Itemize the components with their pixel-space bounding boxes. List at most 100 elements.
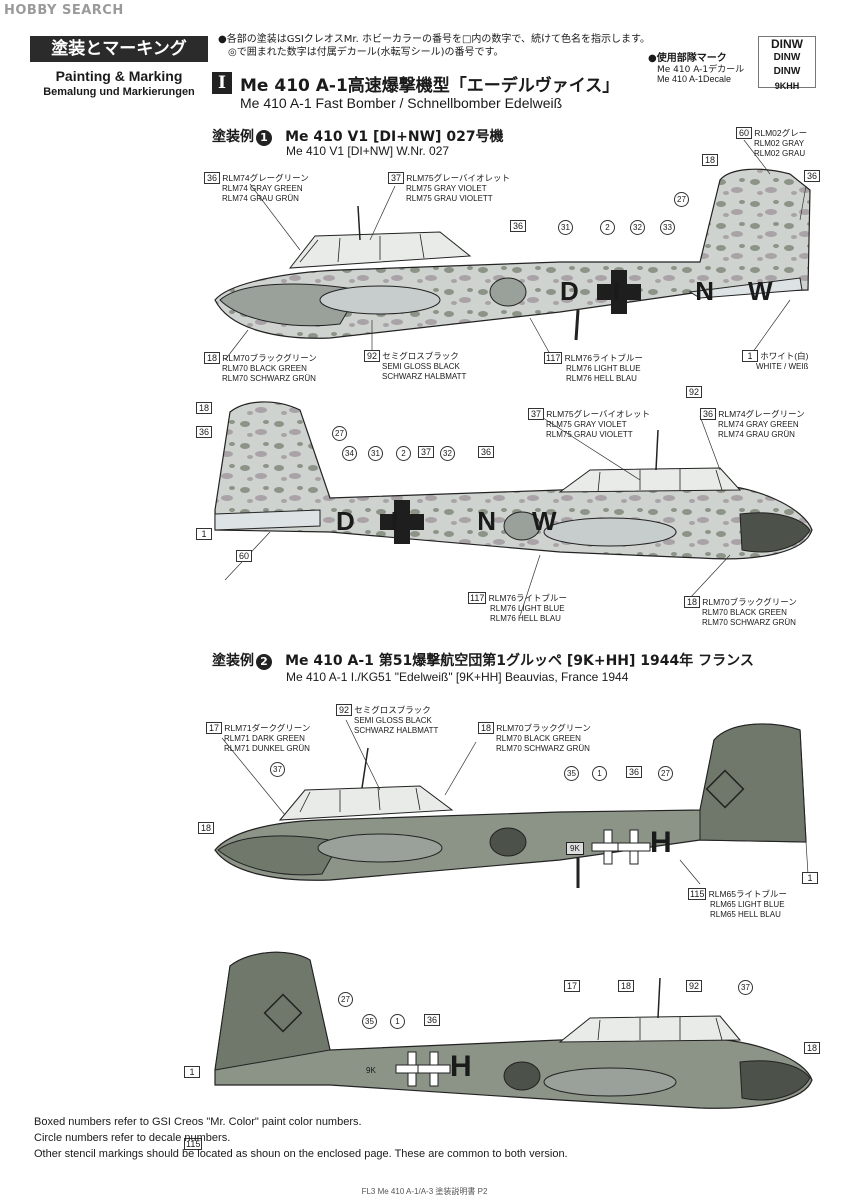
paint-callout: 37 bbox=[418, 446, 434, 458]
scheme-2-title-en: Me 410 A-1 I./KG51 "Edelweiß" [9K+HH] Be… bbox=[286, 670, 629, 684]
legend-line: RLM70 BLACK GREEN bbox=[222, 364, 307, 373]
section-roman: I bbox=[212, 72, 232, 94]
legend-c36-b: 36 RLM74グレーグリーン RLM74 GRAY GREEN RLM74 G… bbox=[700, 408, 805, 440]
paint-callout: 36 bbox=[424, 1014, 440, 1026]
paint-number: 60 bbox=[736, 127, 752, 139]
legend-line: RLM70 SCHWARZ GRÜN bbox=[496, 744, 590, 753]
decal-callout: 31 bbox=[368, 446, 383, 461]
legend-line: RLM75 GRAU VIOLETT bbox=[406, 194, 493, 203]
paint-number: 37 bbox=[388, 172, 404, 184]
decal-callout: 32 bbox=[630, 220, 645, 235]
paint-callout: 17 bbox=[564, 980, 580, 992]
legend-line: RLM65ライトブルー bbox=[708, 889, 787, 899]
aircraft-a1-profile bbox=[214, 168, 811, 341]
paint-callout: 36 bbox=[804, 170, 820, 182]
decal-callout: 32 bbox=[440, 446, 455, 461]
decal-callout: 27 bbox=[658, 766, 673, 781]
paint-callout: 36 bbox=[510, 220, 526, 232]
decal-line: DINW bbox=[773, 66, 801, 77]
paint-callout: 18 bbox=[198, 822, 214, 834]
subtitle-de: Bemalung und Markierungen bbox=[43, 86, 195, 98]
scheme-title-ja: Me 410 A-1 第51爆撃航空団第1グルッペ [9K+HH] 1944年 … bbox=[285, 653, 754, 669]
legend-c117-a: 117 RLM76ライトブルー RLM76 LIGHT BLUE RLM76 H… bbox=[544, 352, 643, 384]
decal-callout: 33 bbox=[660, 220, 675, 235]
section-tag: 塗装とマーキング bbox=[30, 36, 208, 62]
scheme-number: 2 bbox=[256, 654, 272, 670]
legend-line: RLM71 DARK GREEN bbox=[224, 734, 305, 743]
legend-line: RLM70 BLACK GREEN bbox=[702, 608, 787, 617]
paint-callout: 18 bbox=[196, 402, 212, 414]
legend-line: RLM70 BLACK GREEN bbox=[496, 734, 581, 743]
scheme-title-ja: Me 410 V1 [DI+NW] 027号機 bbox=[285, 129, 504, 145]
unit-mark-line-2: Me 410 A-1Decale bbox=[657, 74, 732, 84]
paint-callout: 18 bbox=[804, 1042, 820, 1054]
paint-note-2: ◎で囲まれた数字は付属デカール(水転写シール)の番号です。 bbox=[228, 47, 504, 58]
aircraft-b2-small-code: 9K bbox=[366, 1066, 376, 1075]
legend-line: RLM71ダークグリーン bbox=[224, 723, 311, 733]
section-title-ja: Me 410 A-1高速爆撃機型「エーデルヴァイス」 bbox=[240, 76, 620, 96]
decal-callout: 31 bbox=[558, 220, 573, 235]
leader-lines bbox=[221, 139, 809, 885]
section-title-en: Me 410 A-1 Fast Bomber / Schnellbomber E… bbox=[240, 95, 563, 111]
legend-line: RLM65 HELL BLAU bbox=[710, 910, 781, 919]
paint-number: 36 bbox=[204, 172, 220, 184]
legend-c37-b: 37 RLM75グレーバイオレット RLM75 GRAY VIOLET RLM7… bbox=[528, 408, 650, 440]
legend-line: RLM70ブラックグリーン bbox=[222, 353, 317, 363]
aircraft-b2-profile bbox=[214, 951, 813, 1109]
aircraft-a1-code: DI NW bbox=[560, 276, 807, 306]
decal-callout: 27 bbox=[338, 992, 353, 1007]
legend-line: RLM70ブラックグリーン bbox=[702, 597, 797, 607]
aircraft-b1-small-code: 9K bbox=[566, 842, 584, 855]
legend-c36-a: 36 RLM74グレーグリーン RLM74 GRAY GREEN RLM74 G… bbox=[204, 172, 309, 204]
legend-line: RLM76 HELL BLAU bbox=[566, 374, 637, 383]
paint-callout: 92 bbox=[686, 980, 702, 992]
paint-callout: 1 bbox=[184, 1066, 200, 1078]
decal-callout: 2 bbox=[600, 220, 615, 235]
decal-callout: 37 bbox=[270, 762, 285, 777]
paint-callout: 92 bbox=[686, 386, 702, 398]
aircraft-a2-code: DI NW bbox=[336, 506, 593, 536]
legend-c60: 60 RLM02グレー RLM02 GRAY RLM02 GRAU bbox=[736, 127, 807, 159]
legend-line: RLM76 LIGHT BLUE bbox=[566, 364, 641, 373]
aircraft-a1-cross bbox=[597, 270, 641, 314]
legend-line: RLM70 SCHWARZ GRÜN bbox=[222, 374, 316, 383]
legend-line: RLM75 GRAU VIOLETT bbox=[546, 430, 633, 439]
paint-number: 17 bbox=[206, 722, 222, 734]
decal-line: DINW bbox=[771, 37, 803, 51]
decal-callout: 1 bbox=[592, 766, 607, 781]
legend-line: RLM76ライトブルー bbox=[488, 593, 567, 603]
paint-callout: 115 bbox=[184, 1138, 203, 1150]
legend-line: RLM74 GRAY GREEN bbox=[222, 184, 303, 193]
paint-number: 1 bbox=[742, 350, 758, 362]
legend-line: ホワイト(白) bbox=[760, 351, 809, 361]
paint-callout: 1 bbox=[802, 872, 818, 884]
paint-number: 18 bbox=[478, 722, 494, 734]
paint-callout: 1 bbox=[196, 528, 212, 540]
legend-line: セミグロスブラック bbox=[382, 351, 459, 361]
legend-line: SCHWARZ HALBMATT bbox=[382, 372, 467, 381]
paint-callout: 36 bbox=[196, 426, 212, 438]
legend-c1-a: 1 ホワイト(白) WHITE / WEIß bbox=[742, 350, 808, 372]
legend-line: RLM65 LIGHT BLUE bbox=[710, 900, 785, 909]
aircraft-b1-profile bbox=[214, 723, 807, 888]
decal-callout: 35 bbox=[362, 1014, 377, 1029]
decal-callout: 27 bbox=[674, 192, 689, 207]
legend-c18-a: 18 RLM70ブラックグリーン RLM70 BLACK GREEN RLM70… bbox=[204, 352, 317, 384]
decal-callout: 2 bbox=[396, 446, 411, 461]
legend-line: RLM02グレー bbox=[754, 128, 808, 138]
legend-c37-a: 37 RLM75グレーバイオレット RLM75 GRAY VIOLET RLM7… bbox=[388, 172, 510, 204]
legend-line: RLM74 GRAY GREEN bbox=[718, 420, 799, 429]
legend-line: SEMI GLOSS BLACK bbox=[354, 716, 432, 725]
scheme-1-title-en: Me 410 V1 [DI+NW] W.Nr. 027 bbox=[286, 144, 450, 158]
page-footer: FL3 Me 410 A-1/A-3 塗装説明書 P2 bbox=[361, 1187, 488, 1196]
watermark: HOBBY SEARCH bbox=[4, 3, 124, 18]
legend-line: セミグロスブラック bbox=[354, 705, 431, 715]
paint-callout: 60 bbox=[236, 550, 252, 562]
paint-number: 18 bbox=[204, 352, 220, 364]
paint-callout: 18 bbox=[702, 154, 718, 166]
paint-number: 18 bbox=[684, 596, 700, 608]
paint-number: 115 bbox=[688, 888, 707, 900]
